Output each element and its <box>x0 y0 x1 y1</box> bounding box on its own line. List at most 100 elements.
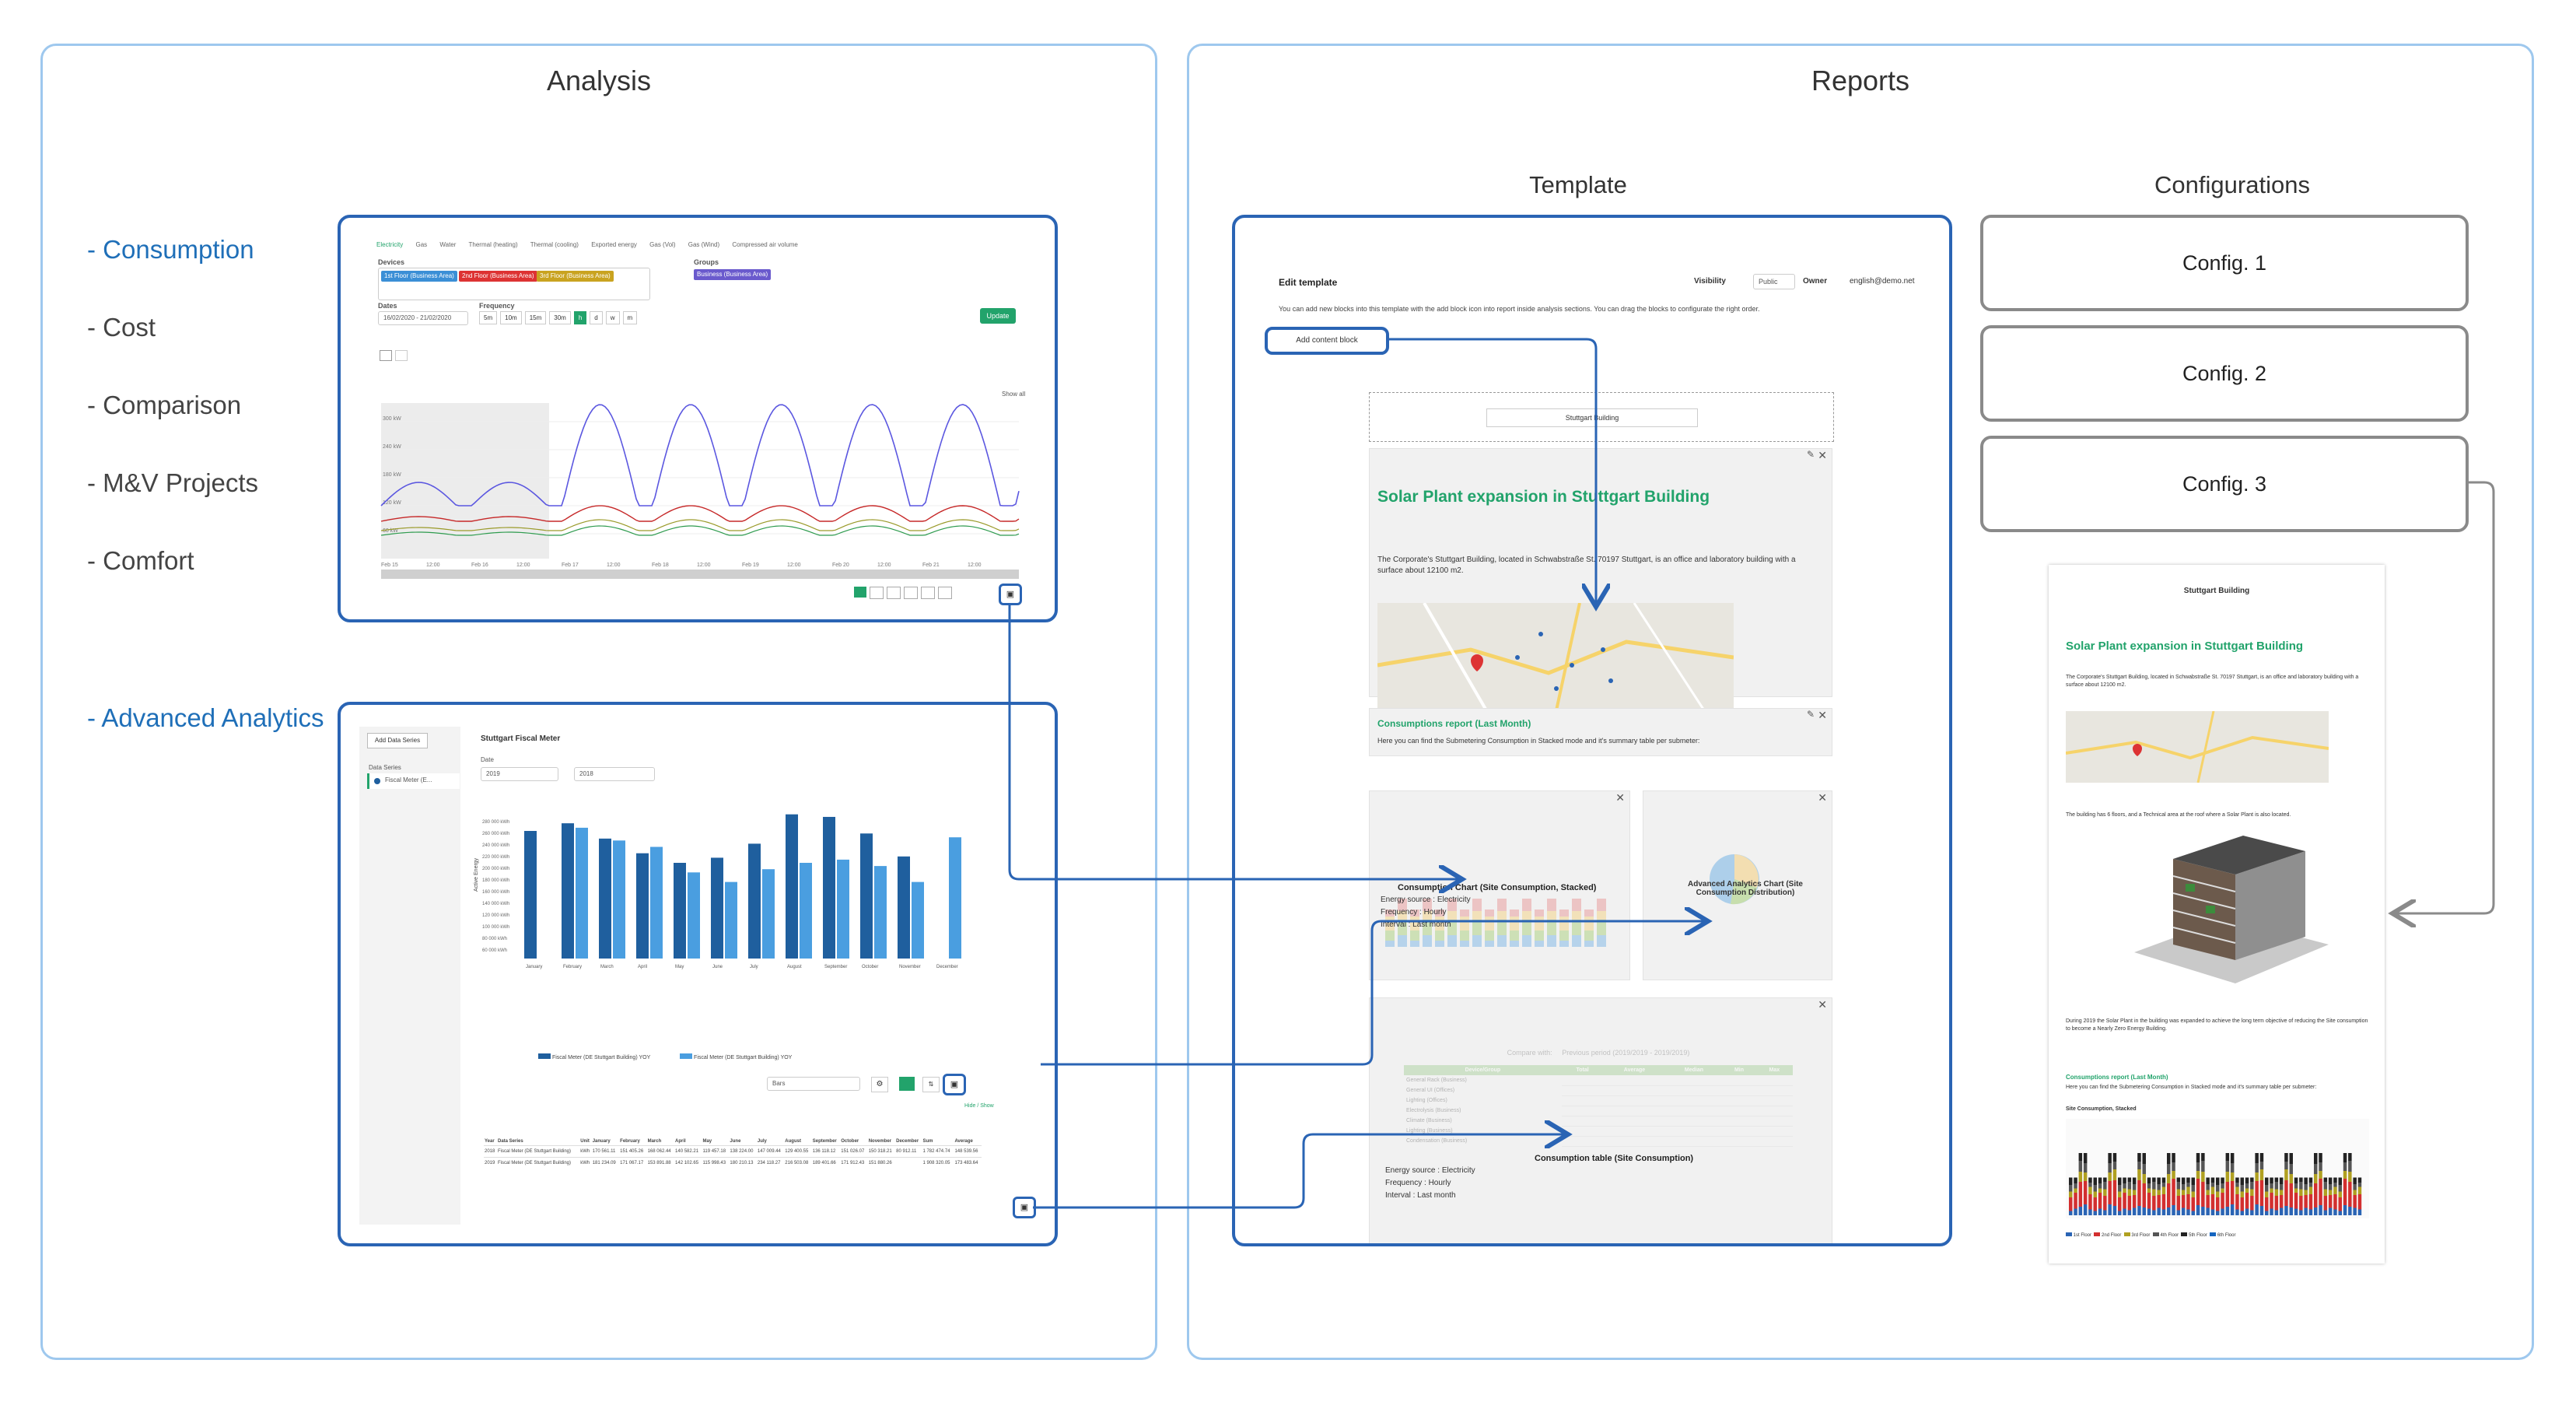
freq-w[interactable]: w <box>605 311 620 324</box>
thumb-bar <box>1510 917 1519 931</box>
year-from-select[interactable]: 2019 <box>481 767 558 781</box>
tab-water[interactable]: Water <box>439 241 457 248</box>
series-item[interactable]: Fiscal Meter (E... <box>367 773 460 789</box>
preview-bar <box>2230 1172 2235 1181</box>
tab-electricity[interactable]: Electricity <box>376 241 404 248</box>
edit-icon-2[interactable]: ✎ <box>1806 709 1815 720</box>
tab-thermal-heating[interactable]: Thermal (heating) <box>468 241 518 248</box>
table-toggle-icon[interactable] <box>899 1077 915 1091</box>
freq-m[interactable]: m <box>622 311 638 324</box>
date-range-input[interactable]: 16/02/2020 - 21/02/2020 <box>378 311 468 325</box>
line-chart-icon[interactable] <box>854 587 866 598</box>
legend-item-1[interactable]: Fiscal Meter (DE Stuttgart Building) YOY <box>551 1055 651 1060</box>
table-row: Electrolysis (Business) <box>1404 1106 1793 1116</box>
solar-plant-card[interactable]: ✎ ✕ Solar Plant expansion in Stuttgart B… <box>1369 448 1832 710</box>
config-1-button[interactable]: Config. 1 <box>1980 215 2469 311</box>
devices-field[interactable] <box>378 268 650 300</box>
preview-bar <box>2161 1183 2166 1187</box>
thumb-bar <box>1572 935 1581 947</box>
table-cell <box>1722 1136 1756 1147</box>
thumb-bar <box>1423 935 1432 947</box>
freq-30m[interactable]: 30m <box>549 311 571 324</box>
settings-icon[interactable]: ⚙ <box>871 1077 888 1092</box>
preview-bar <box>2167 1183 2171 1207</box>
table-cell: 180 210.13 <box>730 1161 754 1165</box>
close-icon-3[interactable]: ✕ <box>1615 791 1625 804</box>
add-content-block-button[interactable]: Add content block <box>1265 327 1389 355</box>
tab-gas-vol[interactable]: Gas (Vol) <box>649 241 676 248</box>
visibility-select[interactable]: Public <box>1753 274 1795 289</box>
bar-chart-icon[interactable] <box>870 587 884 599</box>
preview-bar <box>2338 1185 2342 1192</box>
stacked-chart-icon[interactable] <box>904 587 918 599</box>
year-to-select[interactable]: 2018 <box>574 767 655 781</box>
edit-icon[interactable]: ✎ <box>1806 449 1815 460</box>
stacked-chart-thumb <box>1385 899 1606 947</box>
freq-15m[interactable]: 15m <box>524 311 547 324</box>
freq-10m[interactable]: 10m <box>500 311 522 324</box>
menu-consumption[interactable]: - Consumption <box>87 235 254 264</box>
preview-bar <box>2270 1188 2273 1193</box>
preview-bar <box>2074 1177 2077 1183</box>
config-2-button[interactable]: Config. 2 <box>1980 325 2469 422</box>
table-cell <box>1561 1095 1604 1106</box>
chart-type-select[interactable]: Bars <box>767 1077 860 1091</box>
add-data-series-button[interactable]: Add Data Series <box>367 733 428 748</box>
menu-cost[interactable]: - Cost <box>87 313 156 342</box>
menu-mv-projects[interactable]: - M&V Projects <box>87 468 259 497</box>
close-icon-5[interactable]: ✕ <box>1818 998 1827 1011</box>
preview-floors-text: The building has 6 floors, and a Technic… <box>2066 812 2291 818</box>
close-icon-4[interactable]: ✕ <box>1818 791 1827 804</box>
bar-series-2 <box>800 863 812 959</box>
add-to-report-icon[interactable]: ▣ <box>999 584 1022 605</box>
menu-comfort[interactable]: - Comfort <box>87 546 194 575</box>
device-chip-3[interactable]: 3rd Floor (Business Area) <box>537 271 614 282</box>
group-chip[interactable]: Business (Business Area) <box>694 269 772 280</box>
freq-d[interactable]: d <box>590 311 603 324</box>
chart-card-interval: Interval : Last month <box>1381 920 1451 929</box>
owner-label: Owner <box>1803 277 1828 286</box>
preview-bar <box>2328 1190 2333 1195</box>
menu-comparison[interactable]: - Comparison <box>87 391 242 419</box>
building-title-field[interactable]: Stuttgart Building <box>1486 408 1698 427</box>
dates-label: Dates <box>378 302 397 310</box>
tab-gas-wind[interactable]: Gas (Wind) <box>688 241 720 248</box>
add-table-to-report-icon[interactable]: ▣ <box>1013 1197 1036 1218</box>
print-icon[interactable] <box>938 587 952 599</box>
menu-advanced-analytics[interactable]: - Advanced Analytics <box>87 703 324 732</box>
swap-icon[interactable]: ⇅ <box>922 1077 940 1092</box>
freq-5m[interactable]: 5m <box>479 311 498 324</box>
advanced-chart-card[interactable]: ✕ Advanced Analytics Chart (Site Consump… <box>1643 790 1832 980</box>
preview-bar <box>2078 1207 2083 1215</box>
pie-chart-icon[interactable] <box>887 587 901 599</box>
table-type-icon[interactable] <box>395 350 408 361</box>
y-tick-label: 240 000 kWh <box>482 843 509 848</box>
month-tick-label: February <box>563 965 582 969</box>
show-all-link[interactable]: Show all <box>1002 391 1026 398</box>
config-3-button[interactable]: Config. 3 <box>1980 436 2469 532</box>
chart-type-icon[interactable] <box>380 350 392 361</box>
table-cell: 129 400.55 <box>785 1149 809 1154</box>
hide-show-link[interactable]: Hide / Show <box>964 1103 994 1109</box>
consumption-table-card[interactable]: ✕ Compare with: Previous period (2019/20… <box>1369 997 1832 1243</box>
preview-bar <box>2108 1172 2112 1181</box>
export-icon[interactable] <box>921 587 935 599</box>
table-header: May <box>702 1139 712 1144</box>
tab-compressed-air[interactable]: Compressed air volume <box>732 241 798 248</box>
tab-thermal-cooling[interactable]: Thermal (cooling) <box>530 241 579 248</box>
consumption-report-card[interactable]: ✎ ✕ Consumptions report (Last Month) Her… <box>1369 708 1832 756</box>
device-chip-2[interactable]: 2nd Floor (Business Area) <box>459 271 537 282</box>
add-chart-to-report-icon[interactable]: ▣ <box>943 1074 966 1095</box>
consumption-chart-card[interactable]: ✕ Consumption Chart (Site Consumption, S… <box>1369 790 1630 980</box>
update-button[interactable]: Update <box>980 308 1016 324</box>
device-chip-1[interactable]: 1st Floor (Business Area) <box>381 271 457 282</box>
close-icon-2[interactable]: ✕ <box>1818 709 1827 721</box>
legend-item-2[interactable]: Fiscal Meter (DE Stuttgart Building) YOY <box>694 1055 793 1060</box>
preview-bar <box>2304 1207 2308 1215</box>
close-icon[interactable]: ✕ <box>1818 449 1827 461</box>
y-tick-label: 220 000 kWh <box>482 855 509 860</box>
tab-exported-energy[interactable]: Exported energy <box>591 241 637 248</box>
freq-h[interactable]: h <box>573 311 587 324</box>
tab-gas[interactable]: Gas <box>415 241 428 248</box>
preview-bar <box>2088 1209 2092 1215</box>
